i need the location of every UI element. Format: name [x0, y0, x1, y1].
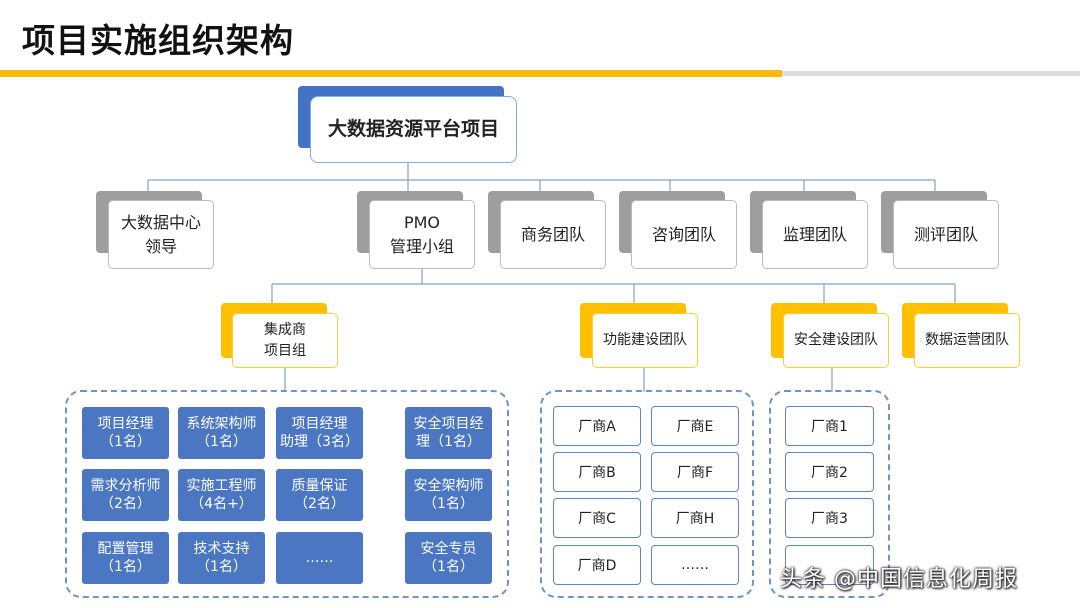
- vendor-box: 厂商H: [651, 498, 739, 538]
- integrator-group: [65, 390, 509, 598]
- role-card: 质量保证 （2名）: [276, 469, 363, 521]
- level2-node-integrator: 集成商 项目组: [232, 313, 338, 368]
- role-card: 安全项目经 理（1名）: [405, 407, 492, 459]
- vendor-box: [785, 545, 874, 585]
- role-card: ……: [276, 532, 363, 584]
- role-card: 实施工程师 （4名+）: [178, 469, 265, 521]
- level1-node-leader: 大数据中心 领导: [108, 200, 214, 269]
- role-card: 安全专员 （1名）: [405, 532, 492, 584]
- function-vendor-group: [540, 390, 754, 598]
- level1-node-supervision: 监理团队: [762, 200, 868, 269]
- watermark: 头条 @中国信息化周报: [780, 567, 1018, 592]
- role-card: 系统架构师 （1名）: [178, 407, 265, 459]
- vendor-box: 厂商D: [553, 545, 641, 585]
- level1-node-consulting: 咨询团队: [631, 200, 737, 269]
- root-node: 大数据资源平台项目: [310, 96, 517, 163]
- level2-node-function: 功能建设团队: [592, 313, 698, 368]
- role-card: 需求分析师 （2名）: [82, 469, 169, 521]
- vendor-box: 厂商1: [785, 406, 874, 446]
- security-vendor-group: [769, 390, 890, 598]
- page-title: 项目实施组织架构: [22, 21, 294, 60]
- vendor-box: 厂商A: [553, 406, 641, 446]
- vendor-box: 厂商B: [553, 452, 641, 492]
- vendor-box: 厂商F: [651, 452, 739, 492]
- role-card: 技术支持 （1名）: [178, 532, 265, 584]
- level1-node-pmo: PMO 管理小组: [369, 200, 475, 269]
- level2-node-security: 安全建设团队: [783, 313, 889, 368]
- role-card: 项目经理 助理（3名）: [276, 407, 363, 459]
- vendor-box: 厂商C: [553, 498, 641, 538]
- vendor-box: ……: [651, 545, 739, 585]
- level1-node-business: 商务团队: [500, 200, 606, 269]
- level2-node-data-ops: 数据运营团队: [914, 313, 1020, 368]
- level1-node-evaluation: 测评团队: [893, 200, 999, 269]
- vendor-box: 厂商3: [785, 498, 874, 538]
- title-underline-accent: [0, 70, 782, 77]
- role-card: 配置管理 （1名）: [82, 532, 169, 584]
- role-card: 安全架构师 （1名）: [405, 469, 492, 521]
- vendor-box: 厂商2: [785, 452, 874, 492]
- title-underline-gray: [782, 71, 1080, 76]
- vendor-box: 厂商E: [651, 406, 739, 446]
- role-card: 项目经理 （1名）: [82, 407, 169, 459]
